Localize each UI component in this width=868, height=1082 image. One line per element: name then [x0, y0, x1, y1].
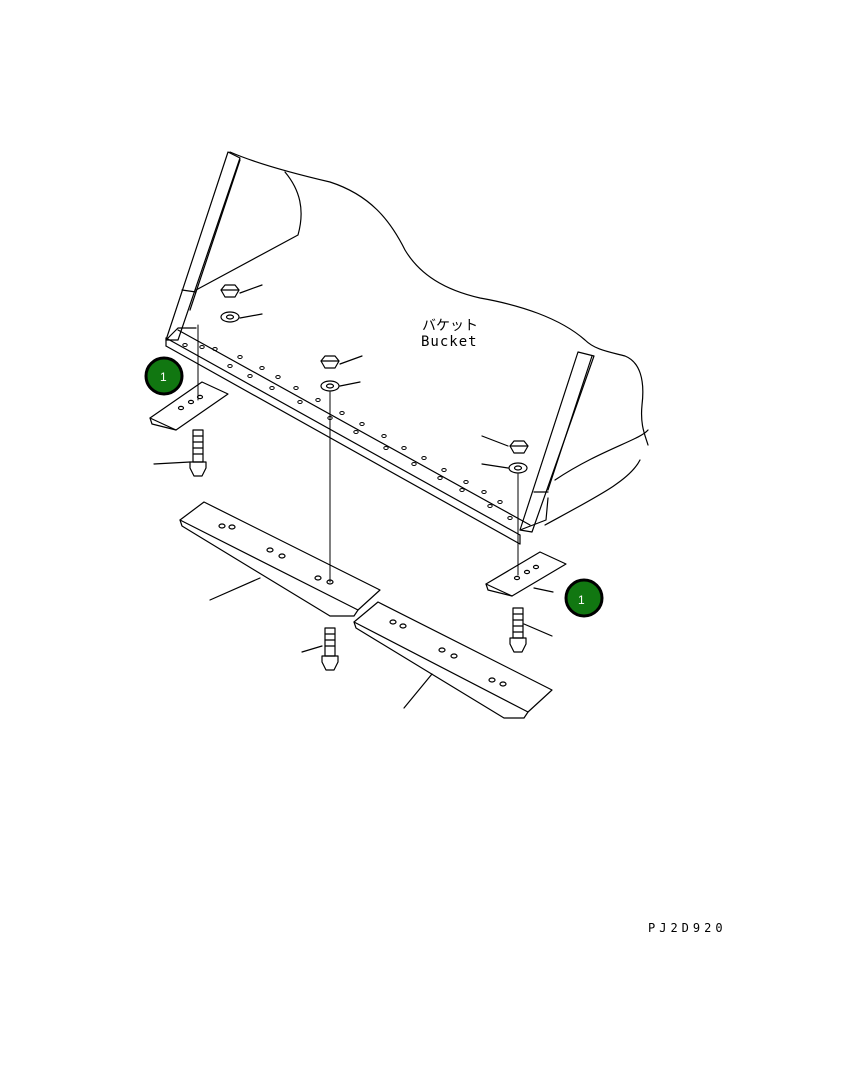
base-edge-bar	[165, 329, 531, 545]
cutting-edge-left	[179, 501, 381, 617]
plow-bolt-center	[301, 627, 339, 671]
bucket-shell-outline	[229, 151, 649, 446]
base-edge-holes	[182, 343, 513, 520]
washer-left	[220, 311, 263, 323]
left-side-plate	[165, 151, 241, 341]
nut-left	[220, 284, 263, 298]
callout-badge-right[interactable]: 1	[564, 578, 604, 618]
callout-number: 1	[578, 593, 585, 607]
washer-right	[481, 462, 528, 474]
bucket-label-en: Bucket	[421, 334, 478, 350]
nut-right	[481, 435, 529, 454]
bucket-label-jp: バケット	[422, 318, 478, 334]
end-bit-left	[149, 381, 229, 431]
end-bit-right	[485, 551, 567, 597]
right-side-plate	[519, 351, 595, 533]
bucket-back-right-lower	[544, 459, 641, 526]
assembly-center-lines	[197, 324, 519, 583]
nut-center	[320, 355, 363, 369]
callout-circle	[564, 578, 604, 618]
callout-circle	[144, 356, 184, 396]
plow-bolt-left	[153, 429, 207, 477]
drawing-code: PJ2D920	[648, 921, 727, 935]
washer-center	[320, 380, 361, 392]
plow-bolt-right	[509, 607, 553, 653]
bucket	[165, 151, 649, 545]
bucket-inner-contour	[195, 171, 302, 291]
cutting-edge-right	[353, 601, 553, 719]
callout-badge-left[interactable]: 1	[144, 356, 184, 396]
bucket-back-right	[554, 429, 649, 481]
callout-number: 1	[160, 370, 167, 384]
